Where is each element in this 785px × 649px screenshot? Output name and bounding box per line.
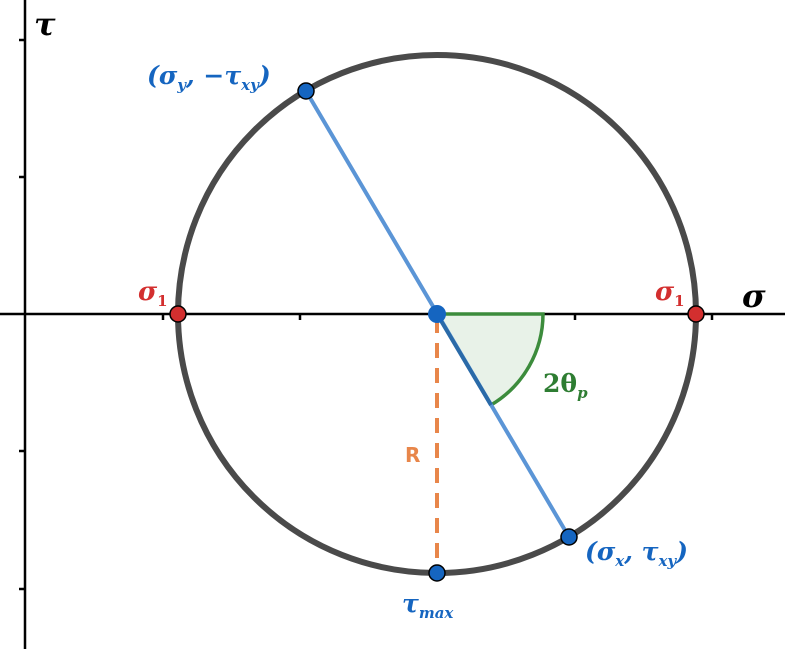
point-sigma1-left (169, 305, 187, 323)
point-sigma-x (560, 528, 578, 546)
angle-wedge (437, 314, 543, 405)
tau-max-label: τmax (402, 589, 454, 622)
sigma-axis-label: σ (742, 277, 766, 315)
diameter-in-wedge (435, 312, 493, 407)
angle-arc (437, 312, 545, 407)
center-point (428, 305, 446, 323)
point-sigma-y (297, 82, 315, 100)
point-sigma1-right (687, 305, 705, 323)
point-tau-max (428, 564, 446, 582)
sigma1-left-label: σ1 (138, 277, 168, 310)
sigma1-right-label: σ1 (655, 277, 685, 310)
axis-ticks (19, 38, 714, 591)
point-sigma-y-label: (σy, −τxy) (147, 61, 271, 94)
tau-axis-label: τ (34, 5, 56, 43)
point-sigma-x-label: (σx, τxy) (585, 537, 688, 570)
angle-label: 2θp (543, 369, 588, 402)
radius-label: R (405, 443, 420, 467)
